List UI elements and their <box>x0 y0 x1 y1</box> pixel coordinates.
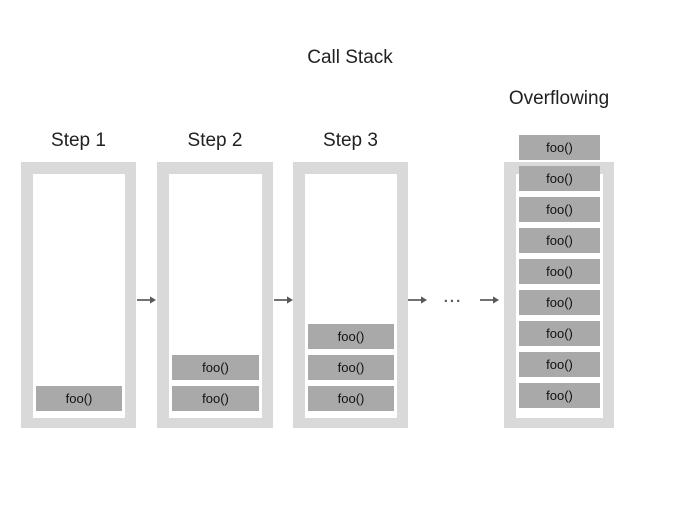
arrow-right-icon <box>274 294 293 306</box>
stack-frame: foo() <box>172 386 259 411</box>
arrow-right-icon <box>408 294 427 306</box>
stack-column: Overflowing foo() foo() foo() foo() foo() foo… <box>504 0 614 525</box>
stack-frame: foo() <box>172 355 259 380</box>
stack-frame: foo() <box>308 355 394 380</box>
column-label: Overflowing <box>508 88 610 109</box>
stack-frame: foo() <box>36 386 122 411</box>
stack-container <box>157 162 273 428</box>
stack-frame: foo() <box>308 386 394 411</box>
column-label: Step 1 <box>51 130 106 151</box>
stack-container <box>21 162 136 428</box>
stack-column: Step 3 foo() foo() foo() <box>293 0 408 525</box>
stack-frame: foo() <box>519 166 600 191</box>
stack-frame: foo() <box>519 352 600 377</box>
arrow-right-icon <box>480 294 499 306</box>
stack-column: Step 1 foo() <box>21 0 136 525</box>
stack-column: Step 2 foo() foo() <box>157 0 273 525</box>
diagram-title: Call Stack <box>307 47 393 68</box>
arrow-right-icon <box>137 294 156 306</box>
stack-frame: foo() <box>519 197 600 222</box>
stack-frame: foo() <box>519 228 600 253</box>
ellipsis-text: ... <box>443 289 463 306</box>
column-label: Step 2 <box>187 130 243 151</box>
stack-frame: foo() <box>519 290 600 315</box>
column-label: Step 3 <box>323 130 378 151</box>
stack-frame: foo() <box>519 135 600 160</box>
stack-frame: foo() <box>519 321 600 346</box>
stack-frame: foo() <box>519 259 600 284</box>
stack-frame: foo() <box>308 324 394 349</box>
stack-frame: foo() <box>519 383 600 408</box>
stack-container <box>293 162 408 428</box>
